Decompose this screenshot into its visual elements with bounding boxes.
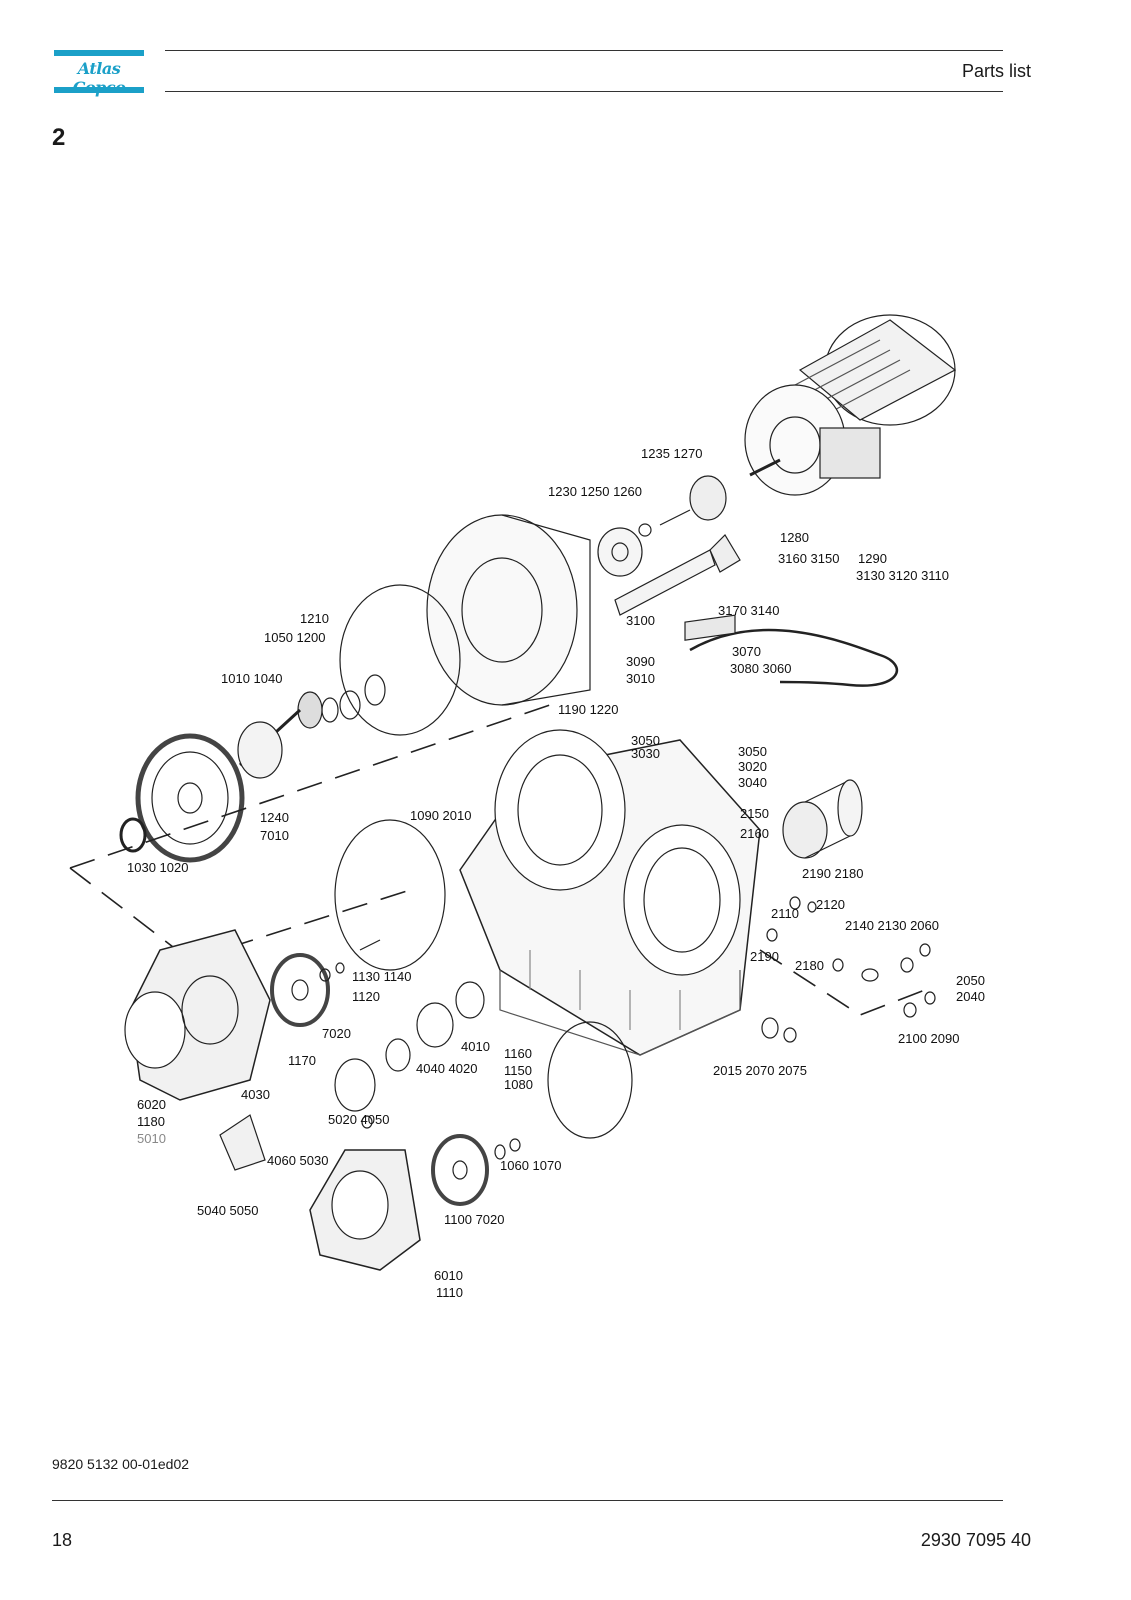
callout: 2040 — [956, 989, 985, 1004]
callout: 7020 — [322, 1026, 351, 1041]
coupling-parts — [597, 475, 727, 577]
atlas-copco-logo: Atlas Copco — [54, 50, 144, 97]
callout: 3010 — [626, 671, 655, 686]
callout: 6010 — [434, 1268, 463, 1283]
cable-3060 — [689, 628, 899, 687]
callout: 7010 — [260, 828, 289, 843]
gear-cover-6020 — [124, 929, 271, 1101]
callout: 1100 7020 — [444, 1212, 505, 1227]
callout: 2140 2130 2060 — [845, 918, 939, 933]
callout: 3070 — [732, 644, 761, 659]
exploded-parts-diagram: 1235 1270 1230 1250 1260 1280 1290 3160 … — [69, 314, 985, 1300]
callout: 1160 — [504, 1046, 532, 1061]
callout: 2120 — [816, 897, 845, 912]
callout-labels: 1235 1270 1230 1250 1260 1280 1290 3160 … — [127, 446, 985, 1300]
callout: 2190 2180 — [802, 866, 863, 881]
callout: 1170 — [288, 1053, 316, 1068]
bearings-shaft — [237, 674, 386, 779]
callout: 1230 1250 1260 — [548, 484, 642, 499]
callout: 3130 3120 3110 — [856, 568, 949, 583]
gear-housing — [426, 514, 591, 706]
callout: 2160 — [740, 826, 769, 841]
callout: 1060 1070 — [500, 1158, 561, 1173]
document-number: 2930 7095 40 — [920, 1530, 1031, 1550]
small-parts-row — [319, 939, 485, 1129]
callout: 2015 2070 2075 — [713, 1063, 807, 1078]
callout: 3090 — [626, 654, 655, 669]
callout: 1290 — [858, 551, 887, 566]
callout: 2050 — [956, 973, 985, 988]
callout: 1130 1140 — [352, 969, 412, 984]
callout: 3050 — [738, 744, 767, 759]
callout: 3020 — [738, 759, 767, 774]
o-ring-1150 — [547, 1021, 633, 1139]
callout: 2110 — [771, 906, 799, 921]
callout: 3160 3150 — [778, 551, 839, 566]
gear-7020 — [270, 953, 330, 1027]
o-ring-1210 — [339, 584, 461, 736]
callout: 1150 — [504, 1063, 532, 1078]
callout: 5040 5050 — [197, 1203, 258, 1218]
callout: 3040 — [738, 775, 767, 790]
logo-bar-bottom — [54, 87, 144, 93]
callout: 1240 — [260, 810, 289, 825]
callout: 5010 — [137, 1131, 166, 1146]
header-title: Parts list — [961, 61, 1031, 81]
bearing-1030 — [119, 817, 147, 853]
callout: 1190 1220 — [558, 702, 619, 717]
right-side-fittings — [761, 896, 936, 1043]
callout: 1210 — [300, 611, 329, 626]
callout: 1110 — [436, 1285, 463, 1300]
callout: 5020 4050 — [328, 1112, 389, 1127]
callout: 1010 1040 — [221, 671, 282, 686]
page-number: 18 — [52, 1530, 73, 1550]
callout: 4040 4020 — [416, 1061, 477, 1076]
callout: 4030 — [241, 1087, 270, 1102]
callout: 3170 3140 — [718, 603, 779, 618]
callout: 3030 — [631, 746, 660, 761]
callout: 3100 — [626, 613, 655, 628]
callout: 1050 1200 — [264, 630, 325, 645]
bracket-5010 — [219, 1114, 266, 1171]
oil-filter-2150 — [782, 779, 863, 859]
callout: 1180 — [137, 1114, 165, 1129]
callout: 1090 2010 — [410, 808, 471, 823]
callout: 2100 2090 — [898, 1031, 959, 1046]
callout: 6020 — [137, 1097, 166, 1112]
compressor-housing — [459, 729, 761, 1056]
callout: 1120 — [352, 989, 380, 1004]
callout: 4010 — [461, 1039, 490, 1054]
callout: 2190 — [750, 949, 779, 964]
callout: 2180 — [795, 958, 824, 973]
motor-assembly — [744, 314, 957, 496]
header-rule-top — [165, 50, 1003, 51]
footer-rule — [52, 1500, 1003, 1501]
logo-bar-top — [54, 50, 144, 56]
gear-7020-lower — [431, 1134, 521, 1206]
callout: 1280 — [780, 530, 809, 545]
document-reference: 9820 5132 00-01ed02 — [52, 1456, 190, 1472]
callout: 1080 — [504, 1077, 533, 1092]
callout: 4060 5030 — [267, 1153, 328, 1168]
callout: 1030 1020 — [127, 860, 188, 875]
gear-cover-6010 — [309, 1149, 421, 1271]
header-rule-bottom — [165, 91, 1003, 92]
valve-block-3010 — [684, 614, 736, 641]
callout: 2150 — [740, 806, 769, 821]
gear-7010 — [135, 733, 245, 863]
callout: 3050 — [631, 733, 660, 748]
callout: 1235 1270 — [641, 446, 702, 461]
pipe-3100 — [614, 534, 741, 616]
o-ring-1090 — [334, 819, 446, 971]
section-number: 2 — [52, 124, 66, 151]
dashed-assembly-outline — [69, 704, 931, 1016]
callout: 3080 3060 — [730, 661, 791, 676]
